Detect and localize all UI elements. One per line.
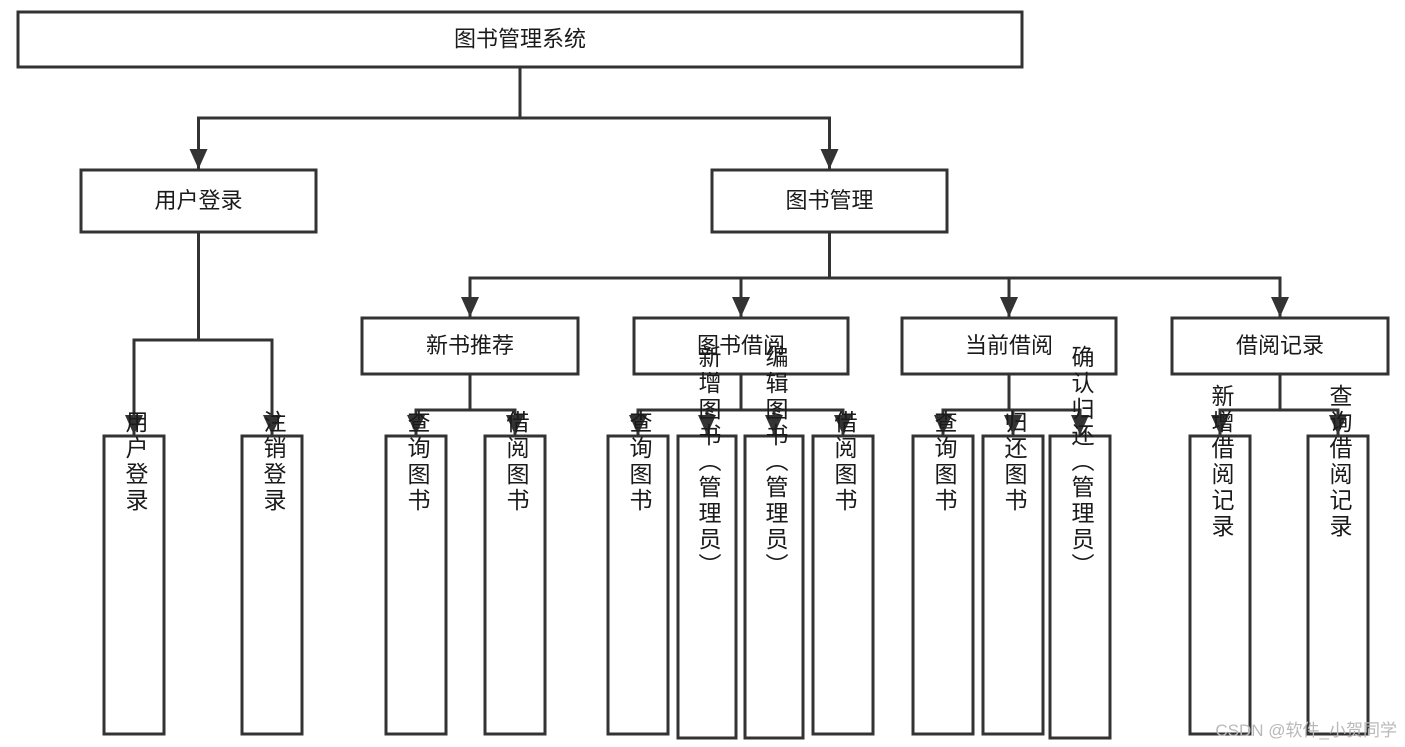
node-leaf-query-book-2[interactable]: 查询图书 [606,410,670,736]
node-label-leaf-query-book-2: 查询图书 [626,410,653,514]
arrow-leaf-confirm-return [1071,415,1089,435]
node-label-leaf-user-login: 用户登录 [122,410,149,514]
node-box-leaf-add-book [676,434,738,740]
node-leaf-add-book[interactable]: 新增图书（管理员） [676,345,738,740]
node-label-current-borrow: 当前借阅 [965,333,1053,358]
node-label-leaf-query-record: 查询借阅记录 [1326,384,1353,540]
node-label-leaf-borrow-book-2: 借阅图书 [831,410,858,514]
node-label-leaf-query-book-3: 查询图书 [931,410,958,514]
node-box-leaf-query-record [1306,434,1370,736]
node-label-leaf-edit-book: 编辑图书（管理员） [762,345,789,579]
node-label-leaf-borrow-book-1: 借阅图书 [503,410,530,514]
node-box-leaf-query-book-2 [606,434,670,736]
node-book-borrow[interactable]: 图书借阅 [632,316,850,376]
node-box-book-borrow [632,316,850,376]
node-leaf-return-book[interactable]: 归还图书 [981,410,1045,736]
arrow-leaf-user-login [125,415,143,435]
arrow-user-login [189,149,208,169]
node-root[interactable]: 图书管理系统 [16,10,1024,69]
node-label-borrow-record: 借阅记录 [1236,333,1324,358]
node-label-leaf-add-record: 新增借阅记录 [1208,384,1235,540]
node-leaf-edit-book[interactable]: 编辑图书（管理员） [743,345,805,740]
node-leaf-add-record[interactable]: 新增借阅记录 [1188,384,1252,736]
arrow-leaf-add-book [698,415,716,435]
arrow-borrow-record [1271,297,1289,317]
node-label-leaf-return-book: 归还图书 [1001,410,1028,514]
node-label-leaf-add-book: 新增图书（管理员） [695,345,722,579]
arrow-leaf-borrow-book-2 [834,415,852,435]
node-box-new-book-recommend [360,316,580,376]
arrow-leaf-add-record [1211,415,1229,435]
node-leaf-user-login[interactable]: 用户登录 [102,410,166,736]
node-leaf-query-book-3[interactable]: 查询图书 [911,410,975,736]
node-box-leaf-return-book [981,434,1045,736]
node-leaf-query-book-1[interactable]: 查询图书 [384,410,448,736]
node-label-book-manage: 图书管理 [785,188,873,213]
node-leaf-query-record[interactable]: 查询借阅记录 [1306,384,1370,736]
node-box-leaf-confirm-return [1048,434,1112,740]
node-book-manage[interactable]: 图书管理 [710,168,949,234]
node-leaf-borrow-book-1[interactable]: 借阅图书 [483,410,547,736]
arrow-leaf-query-record [1329,415,1347,435]
arrow-leaf-edit-book [765,415,783,435]
arrow-current-borrow [1000,297,1018,317]
arrow-leaf-return-book [1004,415,1022,435]
node-current-borrow[interactable]: 当前借阅 [900,316,1118,376]
node-label-leaf-confirm-return: 确认归还（管理员） [1068,345,1095,579]
arrow-leaf-user-logout [263,415,281,435]
node-new-book-recommend[interactable]: 新书推荐 [360,316,580,376]
node-label-book-borrow: 图书借阅 [697,333,785,358]
node-label-leaf-query-book-1: 查询图书 [404,410,431,514]
arrow-book-manage [820,149,839,169]
connector-links [125,65,1347,436]
node-box-leaf-user-logout [240,434,304,736]
diagram-nodes: 图书管理系统用户登录图书管理新书推荐图书借阅当前借阅借阅记录用户登录注销登录查询… [16,10,1390,740]
arrow-leaf-borrow-book-1 [506,415,524,435]
node-label-root: 图书管理系统 [454,26,586,51]
node-box-leaf-user-login [102,434,166,736]
arrow-leaf-query-book-1 [407,415,425,435]
node-leaf-user-logout[interactable]: 注销登录 [240,410,304,736]
node-label-new-book-recommend: 新书推荐 [426,333,514,358]
node-label-leaf-user-logout: 注销登录 [260,410,287,514]
node-box-leaf-edit-book [743,434,805,740]
arrow-book-borrow [732,297,750,317]
node-box-borrow-record [1170,316,1390,376]
node-leaf-confirm-return[interactable]: 确认归还（管理员） [1048,345,1112,740]
node-borrow-record[interactable]: 借阅记录 [1170,316,1390,376]
node-box-leaf-borrow-book-2 [811,434,875,736]
node-box-leaf-add-record [1188,434,1252,736]
node-box-leaf-query-book-3 [911,434,975,736]
node-label-user-login: 用户登录 [154,188,242,213]
node-box-current-borrow [900,316,1118,376]
arrow-new-book-recommend [461,297,479,317]
arrow-leaf-query-book-3 [934,415,952,435]
node-box-leaf-borrow-book-1 [483,434,547,736]
node-leaf-borrow-book-2[interactable]: 借阅图书 [811,410,875,736]
node-box-book-manage [710,168,949,234]
arrow-leaf-query-book-2 [629,415,647,435]
node-box-leaf-query-book-1 [384,434,448,736]
node-user-login[interactable]: 用户登录 [79,168,318,234]
node-box-user-login [79,168,318,234]
node-box-root [16,10,1024,69]
